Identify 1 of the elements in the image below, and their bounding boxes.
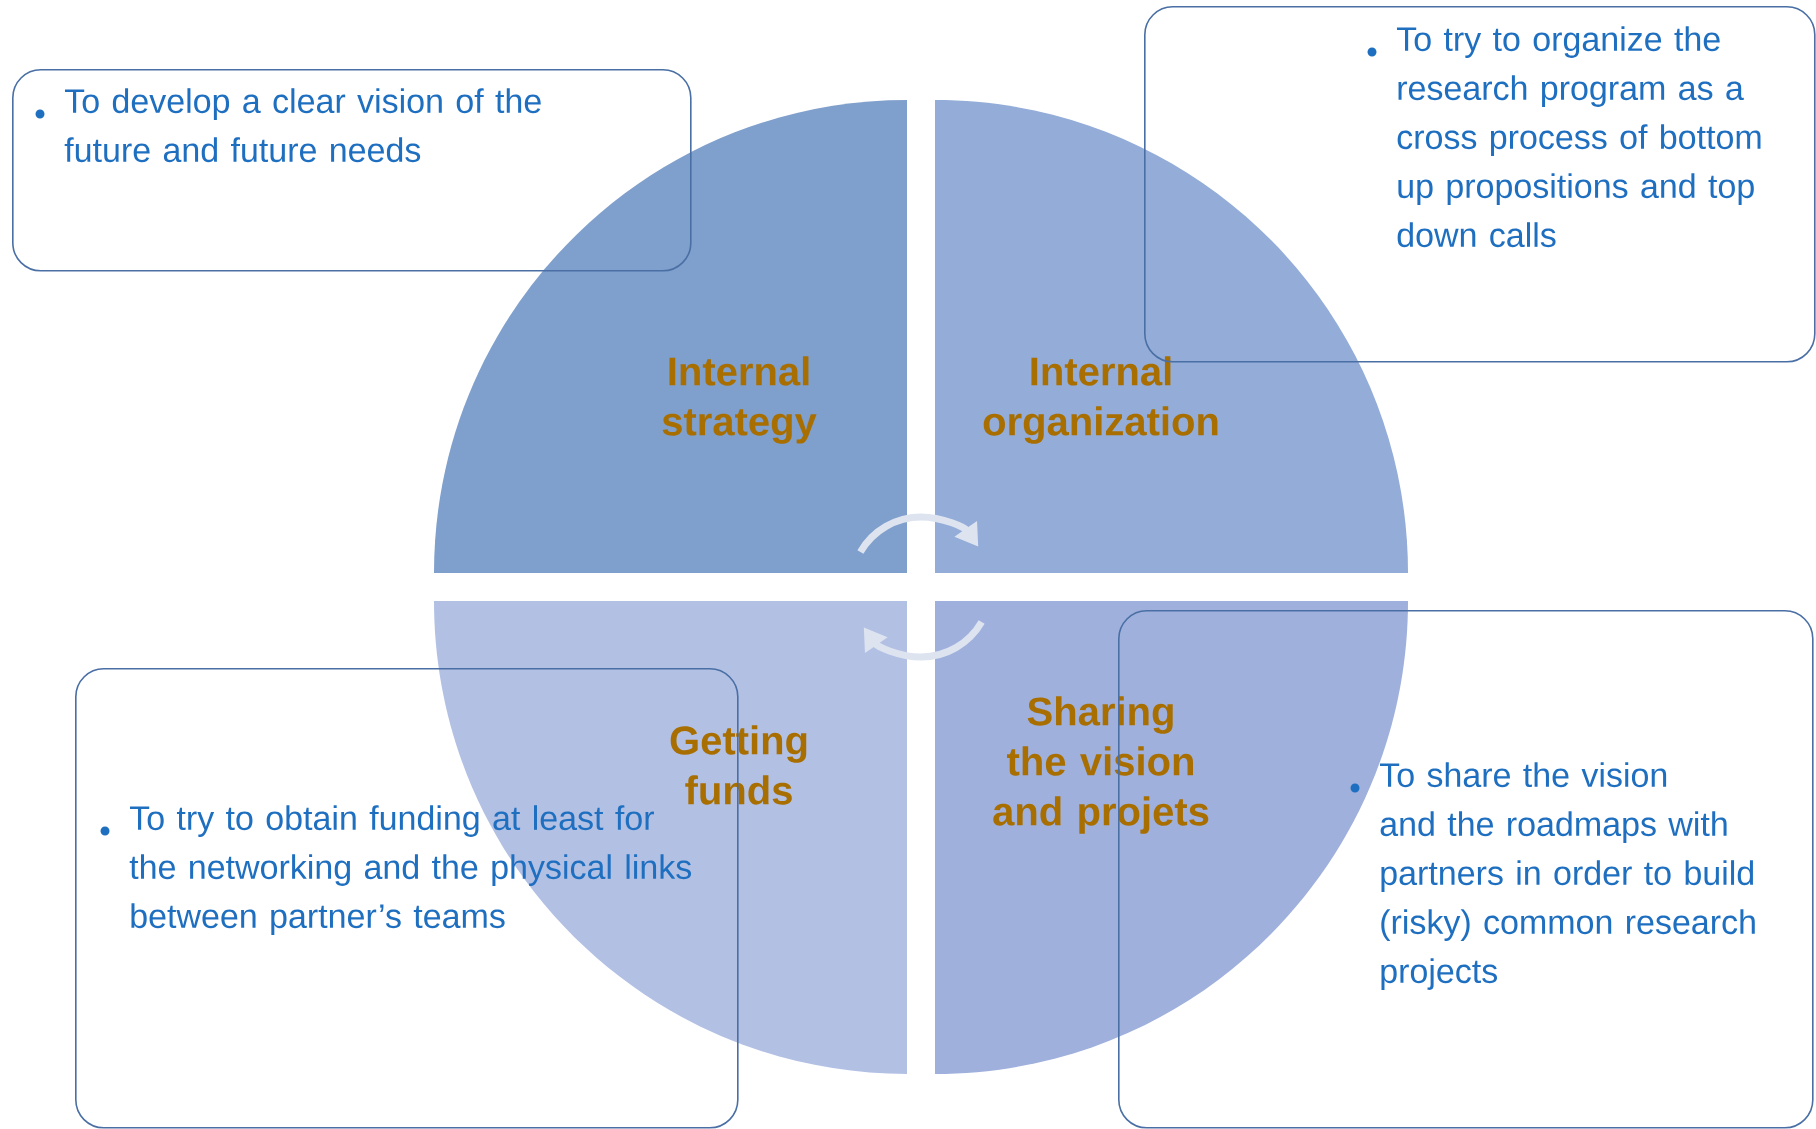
text-box: To develop a clear vision of the future and future needs [12, 69, 692, 272]
